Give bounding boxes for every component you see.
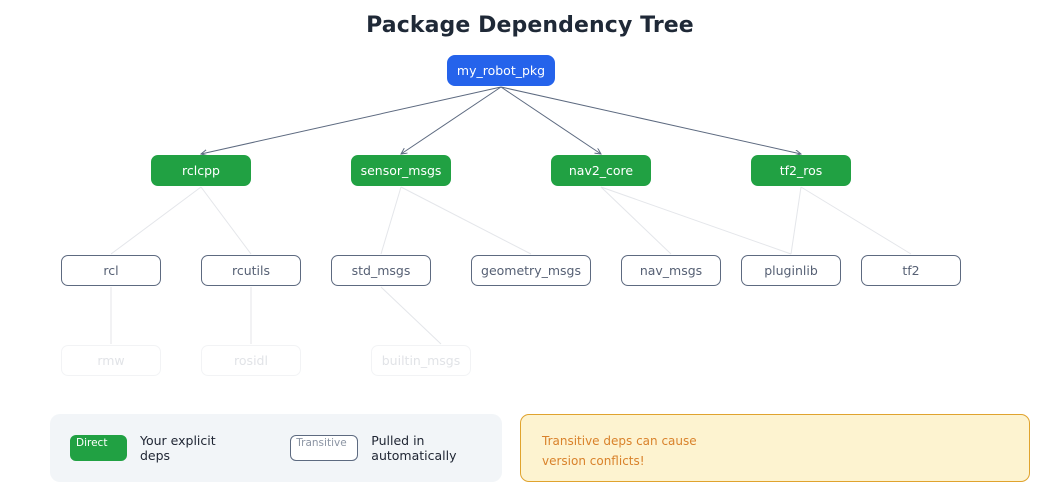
- edge-my-robot-pkg-to-sensor-msgs: [401, 86, 502, 154]
- warning-callout: Transitive deps can cause version confli…: [520, 414, 1030, 482]
- tree-node-nav-msgs[interactable]: nav_msgs: [621, 255, 721, 286]
- tree-node-pluginlib[interactable]: pluginlib: [741, 255, 841, 286]
- warning-line-2: version conflicts!: [542, 454, 645, 468]
- legend-transitive-chip: Transitive: [290, 435, 359, 461]
- tree-node-rcutils[interactable]: rcutils: [201, 255, 301, 286]
- tree-node-rcl[interactable]: rcl: [61, 255, 161, 286]
- edge-sensor-msgs-to-std-msgs: [380, 186, 402, 255]
- edge-rclcpp-to-rcutils: [200, 186, 252, 255]
- edge-tf2-ros-to-tf2: [800, 186, 912, 255]
- edge-tf2-ros-to-pluginlib: [790, 186, 802, 255]
- page-title: Package Dependency Tree: [366, 13, 694, 38]
- tree-node-my-robot-pkg[interactable]: my_robot_pkg: [447, 55, 555, 86]
- edge-std-msgs-to-builtin-msgs: [380, 286, 442, 345]
- edge-sensor-msgs-to-geometry-msgs: [400, 186, 532, 255]
- legend-row: Direct Your explicit deps Transitive Pul…: [70, 414, 502, 482]
- tree-node-nav2-core[interactable]: nav2_core: [551, 155, 651, 186]
- legend-panel: Direct Your explicit deps Transitive Pul…: [50, 414, 502, 482]
- tree-node-std-msgs[interactable]: std_msgs: [331, 255, 431, 286]
- edge-my-robot-pkg-to-tf2-ros: [500, 86, 801, 154]
- tree-node-tf2-ros[interactable]: tf2_ros: [751, 155, 851, 186]
- tree-node-builtin-msgs[interactable]: builtin_msgs: [371, 345, 471, 376]
- tree-node-geometry-msgs[interactable]: geometry_msgs: [471, 255, 591, 286]
- legend-direct-chip: Direct: [70, 435, 127, 461]
- edge-nav2-core-to-nav-msgs: [600, 186, 672, 255]
- legend-direct-description: Your explicit deps: [139, 433, 216, 463]
- tree-node-rmw[interactable]: rmw: [61, 345, 161, 376]
- strong-edges: [201, 86, 801, 154]
- tree-node-tf2[interactable]: tf2: [861, 255, 961, 286]
- legend-transitive-description: Pulled in automatically: [371, 433, 457, 463]
- tree-node-rclcpp[interactable]: rclcpp: [151, 155, 251, 186]
- warning-line-1: Transitive deps can cause: [542, 434, 697, 448]
- edge-nav2-core-to-pluginlib: [600, 186, 792, 255]
- tree-node-rosidl[interactable]: rosidl: [201, 345, 301, 376]
- tree-node-sensor-msgs[interactable]: sensor_msgs: [351, 155, 451, 186]
- edge-my-robot-pkg-to-rclcpp: [201, 86, 502, 154]
- edge-rclcpp-to-rcl: [110, 186, 202, 255]
- edge-my-robot-pkg-to-nav2-core: [500, 86, 601, 154]
